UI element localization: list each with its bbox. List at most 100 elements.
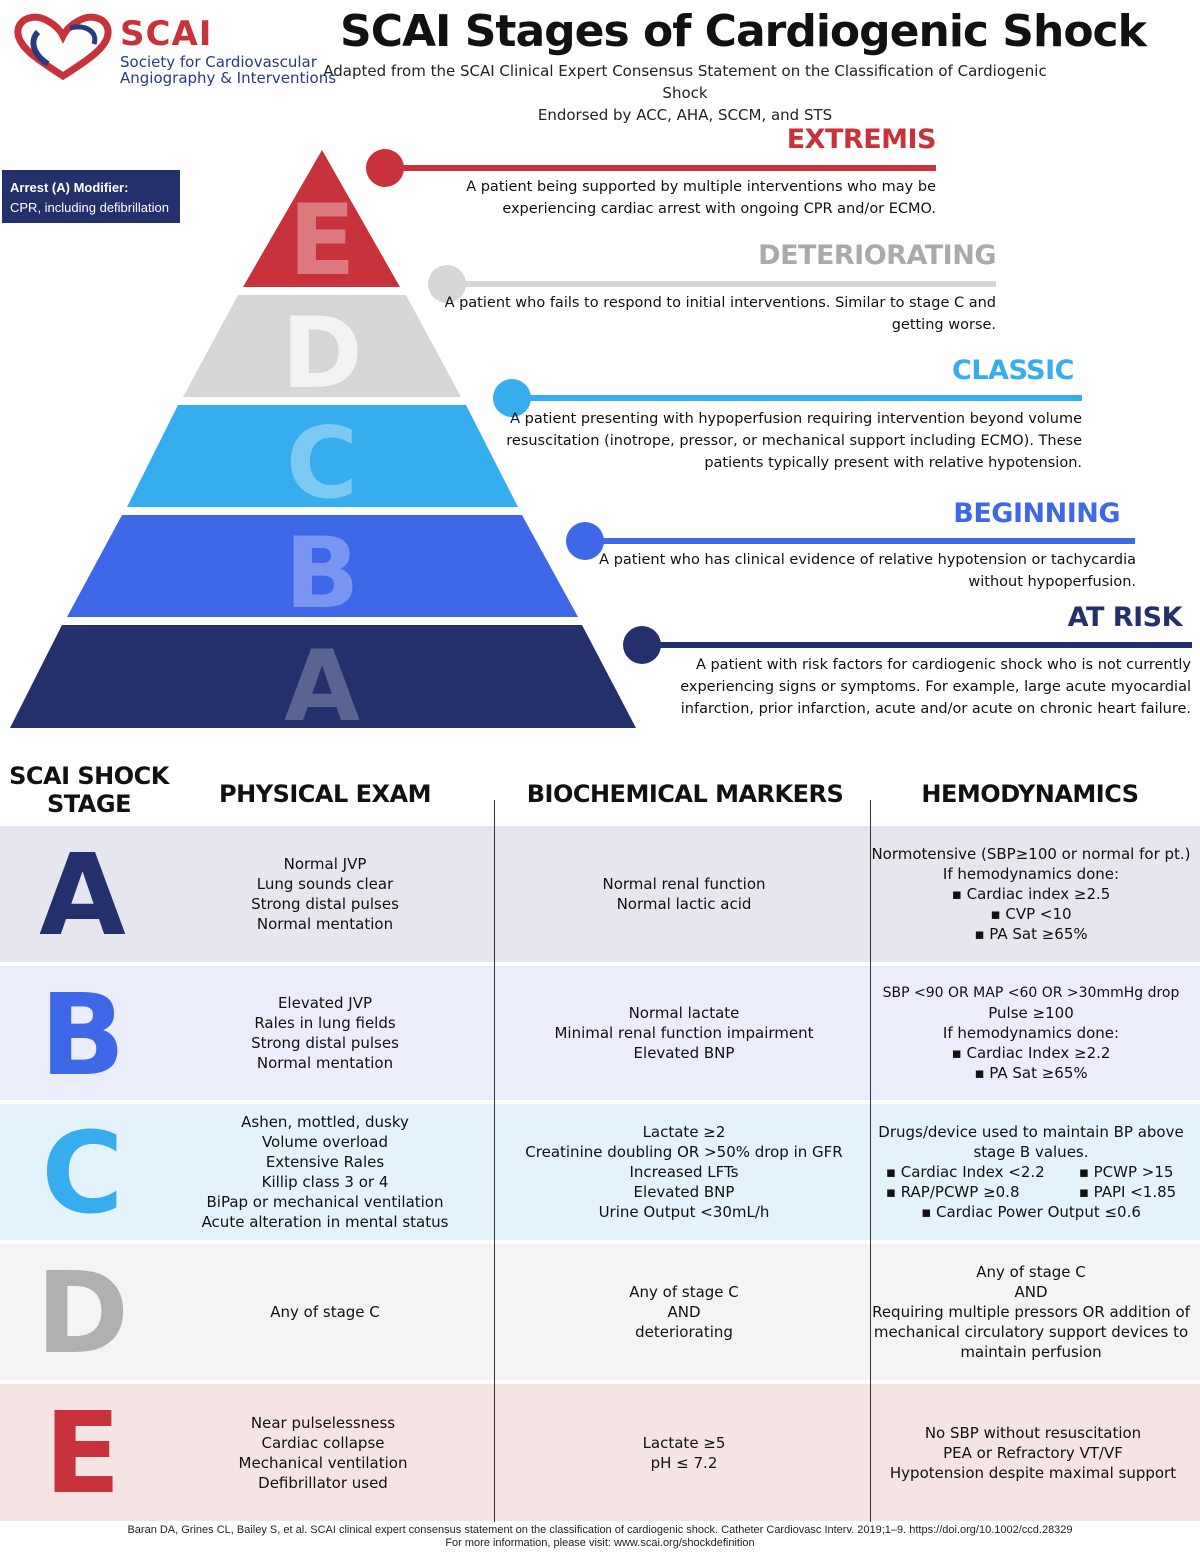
- row-letter-a: A: [39, 831, 126, 961]
- cell-line: ▪ PAPI <1.85: [1078, 1183, 1177, 1201]
- header-shock-stage-line-2: STAGE: [47, 790, 131, 818]
- pyramid-letter-c: C: [286, 407, 358, 521]
- cell-line: Pulse ≥100: [988, 1004, 1074, 1022]
- row-b-hemodynamics: SBP <90 OR MAP <60 OR >30mmHg drop Pulse…: [871, 966, 1191, 1100]
- cell-line: If hemodynamics done:: [942, 1024, 1120, 1042]
- stage-name-beginning: BEGINNING: [953, 498, 1120, 529]
- cell-line: stage B values.: [973, 1143, 1089, 1161]
- cell-line: BiPap or mechanical ventilation: [206, 1193, 444, 1211]
- cell-line: ▪ PCWP >15: [1078, 1163, 1174, 1181]
- arrest-modifier-text: CPR, including defibrillation: [10, 200, 169, 215]
- cell-line: AND: [1014, 1283, 1048, 1301]
- cell-line: ▪ PA Sat ≥65%: [974, 925, 1088, 943]
- stage-desc-deteriorating: A patient who fails to respond to initia…: [396, 292, 996, 336]
- row-letter-b: B: [39, 971, 126, 1101]
- page-title: SCAI Stages of Cardiogenic Shock: [340, 6, 1147, 57]
- cell-line: Increased LFTs: [629, 1163, 739, 1181]
- column-divider-1: [494, 800, 495, 1522]
- cell-line: If hemodynamics done:: [942, 865, 1120, 883]
- cell-line: ▪ Cardiac Index ≥2.2: [951, 1044, 1111, 1062]
- cell-line: PEA or Refractory VT/VF: [943, 1443, 1123, 1462]
- cell-line: Mechanical ventilation: [238, 1453, 408, 1472]
- stage-desc-at-risk-line-2: experiencing signs or symptoms. For exam…: [680, 679, 1191, 695]
- connector-dot-c: [493, 379, 531, 417]
- header-shock-stage-line-1: SCAI SHOCK: [9, 762, 169, 790]
- stage-desc-extremis-line-2: experiencing cardiac arrest with ongoing…: [502, 201, 936, 217]
- connector-dot-a: [623, 626, 661, 664]
- pyramid-tier-b: [67, 515, 578, 617]
- cell-line: ▪ RAP/PCWP ≥0.8: [885, 1183, 1020, 1201]
- cell-line: Any of stage C: [629, 1283, 739, 1301]
- pyramid-tier-c: [127, 405, 518, 507]
- stage-desc-extremis: A patient being supported by multiple in…: [376, 176, 936, 220]
- cell-line: Volume overload: [261, 1133, 389, 1151]
- logo-text: SCAI: [120, 14, 213, 54]
- footer-citation: Baran DA, Grines CL, Bailey S, et al. SC…: [127, 1524, 1073, 1536]
- arrest-modifier-title: Arrest (A) Modifier:: [10, 180, 129, 195]
- table-row-b: [0, 966, 1200, 1100]
- cell-line: Urine Output <30mL/h: [598, 1203, 770, 1221]
- row-d-hemodynamics: Any of stage C AND Requiring multiple pr…: [871, 1244, 1191, 1380]
- row-a-physical-exam: Normal JVP Lung sounds clear Strong dist…: [175, 826, 475, 962]
- connector-dot-d: [428, 265, 466, 303]
- cell-line: Drugs/device used to maintain BP above: [878, 1123, 1184, 1141]
- row-letter-d: D: [36, 1249, 129, 1379]
- row-c-hemodynamics: Drugs/device used to maintain BP above s…: [871, 1104, 1191, 1240]
- pyramid-letter-e: E: [289, 184, 356, 298]
- connector-dot-e: [366, 149, 404, 187]
- cell-line: Strong distal pulses: [251, 1034, 399, 1052]
- cell-line: No SBP without resuscitation: [924, 1423, 1142, 1442]
- cell-line: Requiring multiple pressors OR addition …: [872, 1303, 1190, 1321]
- stage-name-classic: CLASSIC: [952, 355, 1074, 386]
- logo-subtitle-line-2: Angiography & Interventions: [120, 69, 337, 87]
- cell-line: Any of stage C: [270, 1303, 380, 1321]
- stage-desc-beginning-line-1: A patient who has clinical evidence of r…: [599, 552, 1136, 568]
- cell-line: Lactate ≥2: [642, 1123, 726, 1141]
- cell-line: ▪ Cardiac index ≥2.5: [951, 885, 1111, 903]
- pyramid-letter-d: D: [281, 297, 362, 411]
- stage-desc-classic-line-3: patients typically present with relative…: [704, 455, 1082, 471]
- cell-line: Lactate ≥5: [642, 1433, 726, 1452]
- pyramid-tier-a: [10, 625, 636, 728]
- scai-logo-heart-icon: [14, 13, 112, 81]
- cell-line: Normal renal function: [602, 875, 766, 893]
- shock-pyramid: E D C B A: [10, 150, 636, 740]
- cell-line: Rales in lung fields: [254, 1014, 396, 1032]
- cell-line: Creatinine doubling OR >50% drop in GFR: [525, 1143, 843, 1161]
- stage-desc-at-risk-line-1: A patient with risk factors for cardioge…: [695, 657, 1191, 673]
- cell-line: Lung sounds clear: [256, 875, 394, 893]
- row-a-hemodynamics: Normotensive (SBP≥100 or normal for pt.)…: [871, 826, 1191, 962]
- row-b-physical-exam: Elevated JVP Rales in lung fields Strong…: [175, 966, 475, 1100]
- subtitle-line-2: Endorsed by ACC, AHA, SCCM, and STS: [537, 106, 833, 124]
- header-shock-stage: SCAI SHOCK STAGE: [0, 762, 178, 818]
- header-hemodynamics: HEMODYNAMICS: [921, 780, 1139, 808]
- header-physical-exam: PHYSICAL EXAM: [219, 780, 431, 808]
- row-c-physical-exam: Ashen, mottled, dusky Volume overload Ex…: [175, 1104, 475, 1240]
- header-biochemical-markers: BIOCHEMICAL MARKERS: [526, 780, 844, 808]
- column-divider-2: [870, 800, 871, 1522]
- cell-line: maintain perfusion: [960, 1343, 1102, 1361]
- stage-desc-extremis-line-1: A patient being supported by multiple in…: [466, 179, 936, 195]
- hemo-criteria-grid: ▪ Cardiac Index <2.2 ▪ PCWP >15 ▪ RAP/PC…: [886, 1162, 1176, 1202]
- cell-line: ▪ Cardiac Index <2.2: [885, 1163, 1045, 1181]
- stage-desc-at-risk-line-3: infarction, prior infarction, acute and/…: [680, 701, 1191, 717]
- stage-desc-classic-line-2: resuscitation (inotrope, pressor, or mec…: [506, 433, 1082, 449]
- cell-line: Normal lactate: [628, 1004, 740, 1022]
- cell-line: Elevated BNP: [633, 1044, 735, 1062]
- row-a-biochemical-markers: Normal renal function Normal lactic acid: [495, 826, 873, 962]
- row-letter-c: C: [41, 1109, 124, 1239]
- cell-line: Acute alteration in mental status: [201, 1213, 449, 1231]
- cell-line: mechanical circulatory support devices t…: [873, 1323, 1189, 1341]
- cell-line: Minimal renal function impairment: [554, 1024, 814, 1042]
- cell-line: Hypotension despite maximal support: [889, 1463, 1177, 1482]
- cell-line: Defibrillator used: [258, 1473, 388, 1492]
- cell-line: Strong distal pulses: [251, 895, 399, 913]
- cell-line: SBP <90 OR MAP <60 OR >30mmHg drop: [882, 985, 1180, 1001]
- cell-line: Elevated JVP: [277, 994, 373, 1012]
- stage-desc-deteriorating-line-1: A patient who fails to respond to initia…: [444, 295, 996, 311]
- pyramid-tier-e: [243, 150, 400, 287]
- subtitle-line-1: Adapted from the SCAI Clinical Expert Co…: [323, 62, 1047, 102]
- arrest-modifier-box: Arrest (A) Modifier: CPR, including defi…: [2, 170, 180, 223]
- cell-line: Normal mentation: [256, 1054, 394, 1072]
- cell-line: Ashen, mottled, dusky: [241, 1113, 409, 1131]
